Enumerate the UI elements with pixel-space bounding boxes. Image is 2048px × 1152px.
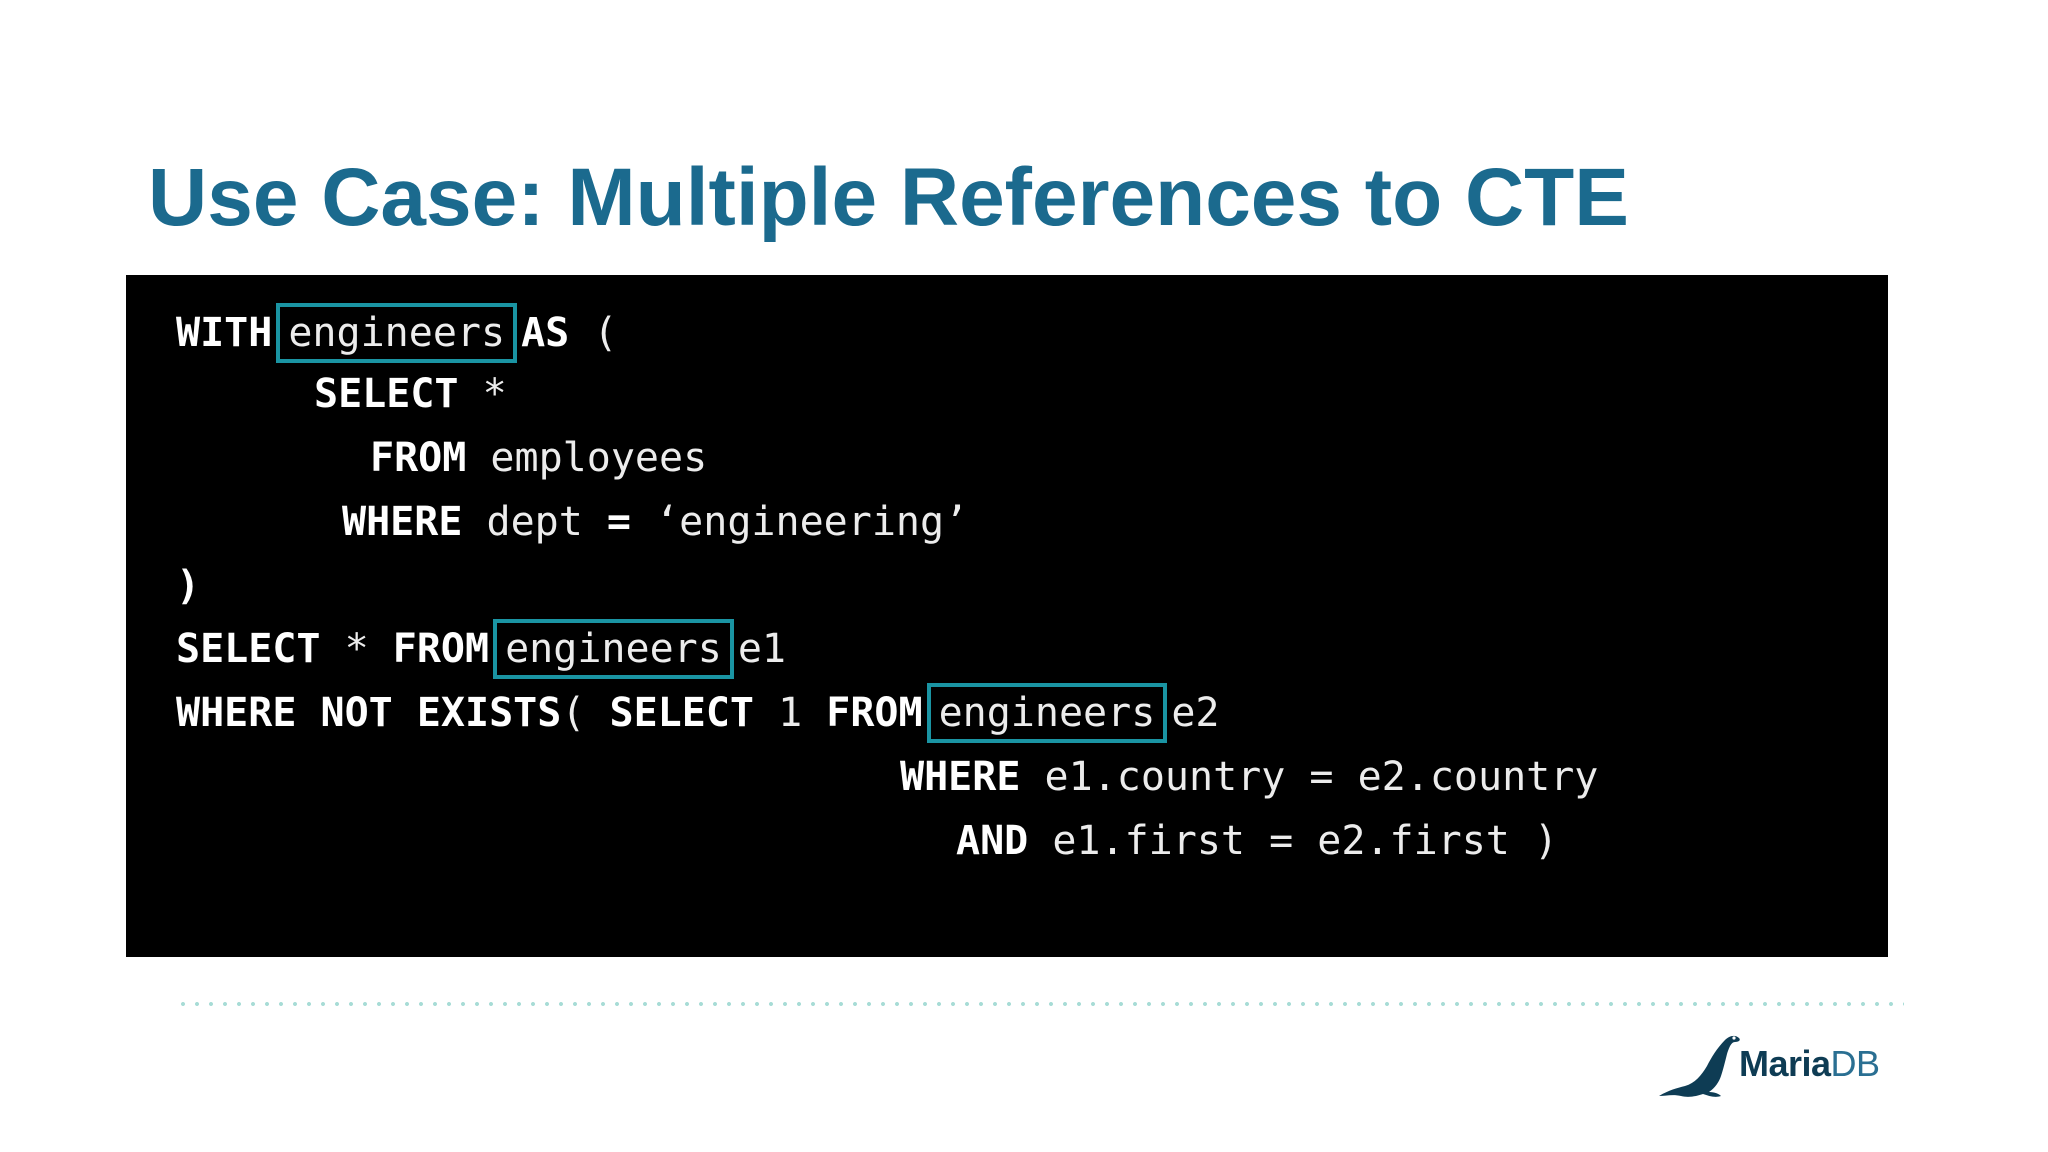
code-line-9: AND e1.first = e2.first ) [956, 811, 1558, 871]
keyword-and: AND [956, 818, 1029, 864]
cte-reference: engineers [505, 626, 722, 672]
keyword-where: WHERE [342, 499, 463, 545]
code-line-6: SELECT * FROM engineers e1 [176, 619, 786, 679]
seal-icon [1659, 1035, 1740, 1097]
alias-e2: e2 [1171, 690, 1220, 736]
close-paren: ) [176, 563, 201, 609]
code-text: * [320, 626, 393, 672]
keyword-select: SELECT [176, 626, 321, 672]
keyword-select: SELECT [314, 371, 459, 417]
keyword-from: FROM [370, 435, 467, 481]
dotted-divider [176, 1002, 1904, 1006]
code-text: ( [561, 690, 610, 736]
keyword-as: AS [521, 310, 570, 356]
keyword-where-not-exists: WHERE NOT EXISTS [176, 690, 562, 736]
code-line-5: ) [176, 556, 200, 616]
keyword-with: WITH [176, 310, 273, 356]
code-text: * [458, 371, 507, 417]
code-text: employees [466, 435, 708, 481]
cte-reference-highlight-1: engineers [493, 619, 734, 679]
code-text: dept [462, 499, 607, 545]
code-block [126, 275, 1888, 957]
keyword-from: FROM [392, 626, 490, 672]
logo-wordmark: MariaDB [1739, 1043, 1880, 1084]
code-text: e1.country = e2.country [1020, 754, 1599, 800]
operator-equals: = [606, 499, 632, 545]
code-text: e1.first = e2.first ) [1028, 818, 1559, 864]
code-line-2: SELECT * [314, 364, 507, 424]
cte-reference-highlight-2: engineers [926, 683, 1168, 743]
code-text: ‘engineering’ [631, 499, 969, 545]
cte-reference: engineers [938, 690, 1156, 736]
code-text: ( [569, 310, 618, 356]
keyword-select: SELECT [609, 690, 754, 736]
code-line-4: WHERE dept = ‘engineering’ [342, 492, 968, 552]
slide-title: Use Case: Multiple References to CTE [148, 152, 1629, 243]
code-line-1: WITH engineers AS ( [176, 303, 617, 363]
keyword-from: FROM [826, 690, 923, 736]
alias-e1: e1 [737, 626, 786, 672]
cte-name-highlight: engineers [276, 303, 518, 363]
code-line-3: FROM employees [370, 428, 707, 488]
keyword-where: WHERE [900, 754, 1021, 800]
code-line-7: WHERE NOT EXISTS( SELECT 1 FROM engineers… [176, 683, 1219, 743]
code-line-8: WHERE e1.country = e2.country [900, 747, 1598, 807]
cte-name: engineers [288, 310, 506, 356]
code-text: 1 [753, 690, 827, 736]
mariadb-logo: MariaDB [1655, 1030, 1905, 1102]
